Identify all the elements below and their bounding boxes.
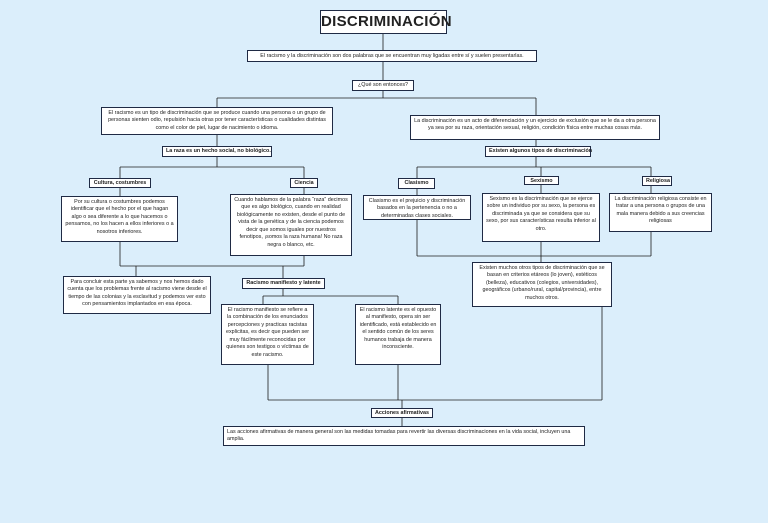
culture-label: Cultura, costumbres [89,178,151,188]
religious-label: Religiosa [642,176,672,186]
manifest-racism-box: El racismo manifiesto se refiere a la co… [221,304,314,365]
race-social-label: La raza es un hecho social, no biológico… [162,146,272,157]
classism-label: Clasismo [398,178,435,189]
racism-definition-box: El racismo es un tipo de discriminación … [101,107,333,135]
intro-box: El racismo y la discriminación son dos p… [247,50,537,62]
sexism-text-box: Sexismo es la discriminación que se ejer… [482,193,600,242]
latent-racism-box: El racismo latente es el opuesto al mani… [355,304,441,365]
other-types-box: Existen muchos otros tipos de discrimina… [472,262,612,307]
affirmative-actions-text-box: Las acciones afirmativas de manera gener… [223,426,585,446]
religious-text-box: La discriminación religiosa consiste en … [609,193,712,232]
discrimination-types-label: Existen algunos tipos de discriminación [485,146,592,157]
science-label: Ciencia [290,178,318,188]
page-title: DISCRIMINACIÓN [320,10,452,34]
sexism-label: Sexismo [524,176,559,185]
racism-types-label: Racismo manifiesto y latente [242,278,325,289]
science-text-box: Cuando hablamos de la palabra “raza” dec… [230,194,352,256]
discrimination-definition-box: La discriminación es un acto de diferenc… [410,115,660,140]
conclusion-box: Para concluir esta parte ya sabemos y no… [63,276,211,314]
culture-text-box: Por su cultura o costumbres podemos iden… [61,196,178,242]
affirmative-actions-label: Acciones afirmativas [371,408,433,418]
classism-text-box: Clasismo es el prejuicio y discriminació… [363,195,471,220]
question-box: ¿Qué son entonces? [352,80,414,91]
